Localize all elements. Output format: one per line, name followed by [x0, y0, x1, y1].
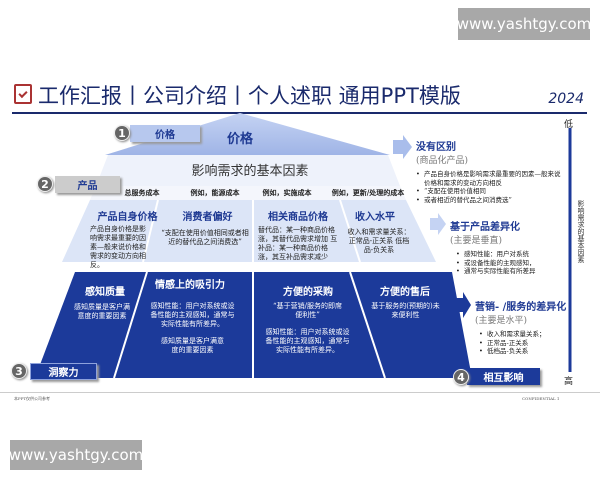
badge-number-2: 2 — [37, 176, 53, 192]
middle-text-2: “支配在使用价值相同或者相近的替代品之间消费选” — [161, 229, 249, 246]
right-item: 产品自身价格是影响需求最重要的因素—般来说价格和需求的变动方向相反 — [416, 170, 566, 187]
title-divider — [12, 112, 587, 114]
example-2: 例如，能源成本 — [190, 188, 240, 197]
middle-title-4: 收入水平 — [355, 212, 395, 223]
right-sub-2: (主要是垂直) — [450, 236, 503, 246]
watermark-top: www.yashtgy.com — [457, 8, 591, 40]
badge-tab-insight: 洞察力 — [30, 363, 97, 380]
badge-number-1: 1 — [114, 125, 130, 141]
right-sub-3: (主要是水平) — [475, 316, 528, 326]
pyramid-middle — [62, 200, 436, 262]
footer-left-text: 本PPT仅供公司参考 — [14, 396, 51, 401]
bottom-text-3b: 感知性能：用户对系统或设备性能的主观感知，通常与实际性能有所差异。 — [265, 328, 350, 354]
right-item: 感知性能：用户对系统 — [456, 250, 565, 259]
example-1: 总服务成本 — [124, 188, 160, 197]
right-item: 或设备性能的主观感知， — [456, 259, 565, 268]
right-item: 通常与实际性能有所差异 — [456, 267, 565, 276]
middle-title-2: 消费者偏好 — [182, 212, 233, 223]
scale-high-label: 高 — [564, 377, 574, 387]
right-title-2: 基于产品差异化 — [450, 222, 520, 233]
badge-number-4: 4 — [453, 369, 469, 385]
pyramid-top-label: 价格 — [226, 132, 253, 147]
right-title-3: 营销- /服务的差异化 — [475, 302, 567, 313]
clipboard-check-icon — [14, 84, 32, 104]
right-block-2: 基于产品差异化 (主要是垂直) 感知性能：用户对系统或设备性能的主观感知，通常与… — [450, 218, 565, 276]
right-block-3: 营销- /服务的差异化 (主要是水平) 收入和需求量关系；正常品-正关系低档品-… — [475, 298, 567, 356]
footer-divider — [0, 392, 600, 393]
bottom-title-4: 方便的售后 — [380, 287, 430, 298]
bottom-text-1: 感知质量是客户满意度的重要因素 — [74, 303, 130, 320]
page-title: 工作汇报丨公司介绍丨个人述职 通用PPT模版 — [38, 84, 461, 108]
middle-title-3: 相关商品价格 — [268, 212, 328, 223]
arrow-icon-2 — [430, 213, 446, 235]
bottom-text-4: 基于服务的(预期的)未来便利性 — [371, 302, 440, 319]
bottom-title-1: 感知质量 — [85, 287, 125, 298]
year-label: 2024 — [548, 91, 584, 107]
right-title-1: 没有区别 — [416, 142, 456, 153]
bottom-title-3: 方便的采购 — [283, 287, 333, 298]
badge-tab-interaction: 相互影响 — [467, 368, 540, 385]
right-item: 正常品-正关系 — [479, 339, 567, 348]
pyramid-top — [105, 113, 390, 155]
right-item: 低档品-负关系 — [479, 347, 567, 356]
badge-tab-price: 价格 — [130, 125, 200, 142]
example-4: 例如，更新/处理的成本 — [331, 188, 405, 197]
bottom-text-2a: 感知性能：用户对系统或设备性能的主观感知，通常与实际性能有所差异。 — [150, 302, 235, 328]
pyramid-band-title: 影响需求的基本因素 — [191, 164, 309, 179]
right-item: 收入和需求量关系； — [479, 330, 567, 339]
right-sub-1: (商品化产品) — [416, 156, 469, 166]
middle-title-1: 产品自身价格 — [97, 212, 158, 223]
example-3: 例如，实施成本 — [262, 188, 312, 197]
pyramid-examples — [90, 186, 406, 200]
right-item: “支配在使用价值相同 — [416, 187, 566, 196]
bottom-text-2b: 感知质量是客户满意度的重要因素 — [161, 337, 224, 354]
arrow-icon-3 — [455, 292, 471, 318]
scale-low-label: 低 — [564, 120, 574, 130]
bottom-text-3a: “基于营销/服务的即席便利性” — [273, 302, 342, 319]
middle-text-1: 产品自身价格是影响需求最重要的因素—般来说价格和需求的变动方向相反。 — [90, 225, 146, 269]
badge-tab-product: 产品 — [55, 176, 120, 193]
middle-text-4: 收入和需求量关系：正常品-正关系 低档品-负关系 — [347, 228, 411, 254]
footer-right-text: CONFIDENTIAL 1 — [522, 396, 560, 401]
pyramid-band — [96, 155, 400, 186]
middle-text-3: 替代品：某一种商品价格涨，其替代品需求增加 互补品：某一种商品价格涨，其互补品需… — [258, 226, 338, 261]
right-item: 或者相近的替代品之间消费选” — [416, 196, 566, 205]
right-block-1: 没有区别 (商品化产品) 产品自身价格是影响需求最重要的因素—般来说价格和需求的… — [416, 138, 566, 204]
arrow-icon-1 — [393, 135, 412, 159]
badge-number-3: 3 — [11, 363, 27, 379]
scale-axis-label: 影响需求的基本因素 — [577, 200, 585, 263]
bottom-title-2: 情感上的吸引力 — [155, 280, 225, 291]
watermark-bottom: www.yashtgy.com — [9, 440, 143, 470]
